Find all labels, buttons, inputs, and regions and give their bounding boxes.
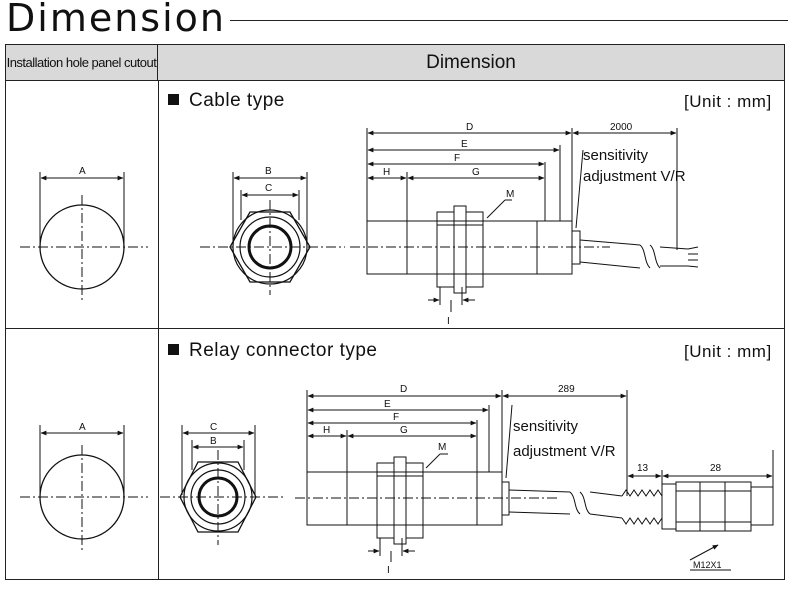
connector-label: M12X1	[693, 560, 722, 570]
relay-unit: [Unit : mm]	[684, 342, 772, 361]
relay-side-view	[295, 390, 774, 571]
relay-side-label-e: E	[384, 399, 391, 410]
relay-side-label-d: D	[400, 384, 407, 395]
relay-sensitivity-line1: sensitivity	[513, 418, 579, 435]
cable-sensitivity-line2: adjustment V/R	[583, 168, 686, 185]
cable-type-title-text: Cable type	[189, 90, 285, 111]
relay-side-label-h: H	[323, 425, 330, 436]
relay-front-label-c: C	[210, 422, 217, 433]
cable-length-label: 2000	[610, 122, 633, 133]
relay-dim-13-label: 13	[637, 463, 649, 474]
column-divider	[158, 81, 159, 579]
cable-sensitivity-line1: sensitivity	[583, 147, 649, 164]
cable-type-title: Cable type	[168, 90, 285, 112]
relay-type-title-text: Relay connector type	[189, 340, 378, 361]
cable-front-label-c: C	[265, 183, 272, 194]
relay-front-label-b: B	[210, 436, 217, 447]
relay-cable-length-label: 289	[558, 384, 575, 395]
cable-side-label-f: F	[454, 153, 460, 164]
cable-cutout-label-a: A	[79, 166, 86, 177]
bullet-square-icon	[168, 94, 179, 105]
title-rule	[230, 20, 788, 21]
cable-side-label-m: M	[506, 189, 514, 200]
relay-type-title: Relay connector type	[168, 340, 378, 362]
relay-side-label-g: G	[400, 425, 408, 436]
dimension-table: Installation hole panel cutout Dimension	[5, 44, 785, 580]
row-divider	[6, 328, 784, 329]
bullet-square-icon	[168, 344, 179, 355]
relay-front-view	[160, 425, 285, 545]
relay-sensitivity-line2: adjustment V/R	[513, 443, 616, 460]
cable-unit: [Unit : mm]	[684, 92, 772, 111]
header-panel-cutout: Installation hole panel cutout	[6, 45, 158, 81]
page-title: Dimension	[6, 0, 226, 40]
relay-dim-28-label: 28	[710, 463, 722, 474]
cable-side-label-d: D	[466, 122, 473, 133]
relay-side-label-f: F	[393, 412, 399, 423]
header-dimension: Dimension	[158, 45, 784, 81]
relay-cutout-label-a: A	[79, 422, 86, 433]
cable-front-view	[200, 172, 345, 295]
cable-front-label-b: B	[265, 166, 272, 177]
cable-side-label-i: I	[447, 316, 450, 327]
relay-panel-cutout	[20, 425, 148, 550]
cable-side-view	[350, 128, 699, 312]
cable-side-label-h: H	[383, 167, 390, 178]
cable-side-label-g: G	[472, 167, 480, 178]
cable-panel-cutout	[20, 172, 148, 300]
cable-side-label-e: E	[461, 139, 468, 150]
relay-side-label-i: I	[387, 565, 390, 576]
relay-side-label-m: M	[438, 442, 446, 453]
